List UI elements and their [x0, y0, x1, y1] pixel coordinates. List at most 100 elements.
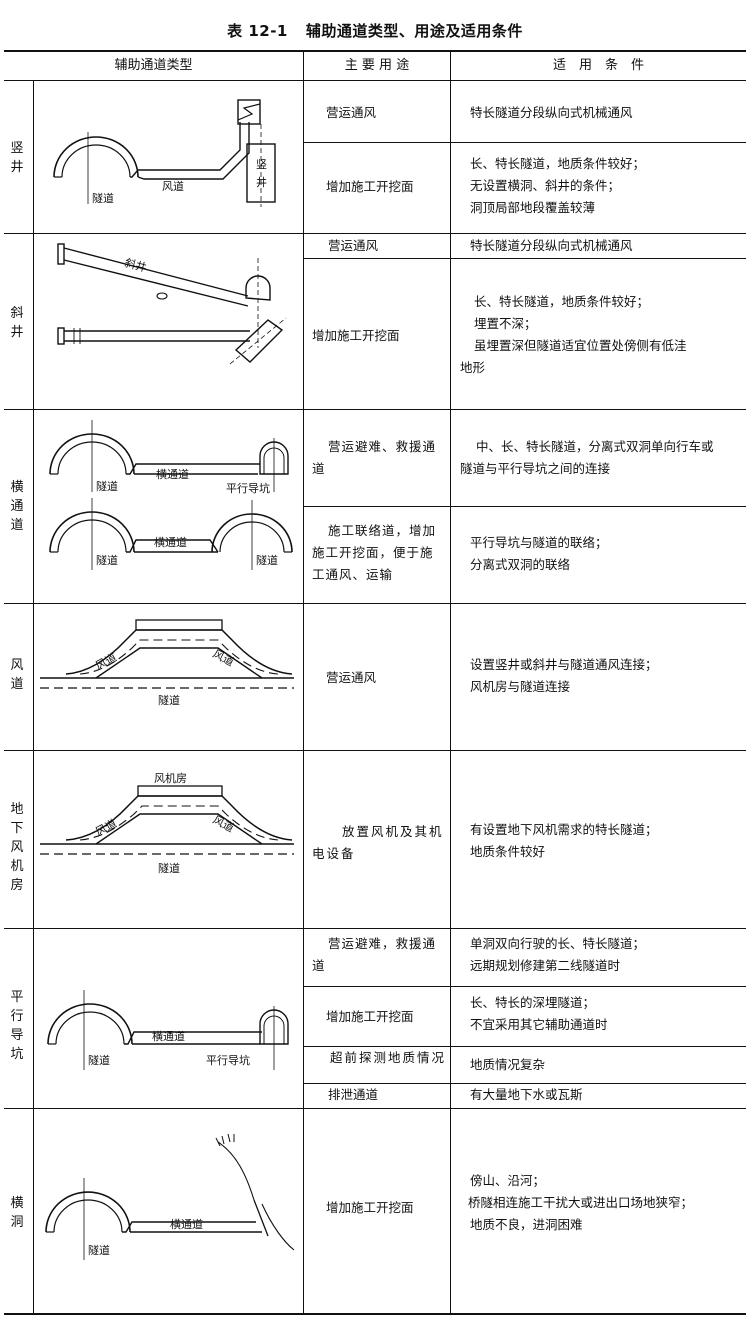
rule-header — [4, 80, 746, 81]
condition-line: 特长隧道分段纵向式机械通风 — [470, 105, 633, 120]
condition-line: 风机房与隧道连接 — [470, 679, 571, 694]
figure-label: 隧道 — [96, 479, 118, 493]
figure-label: 风机房 — [154, 771, 187, 785]
air-duct-diagram: 风道 风道 隧道 — [40, 619, 294, 707]
figure-label: 平行导坑 — [226, 481, 270, 495]
figure-label: 横通道 — [170, 1217, 203, 1231]
rule-col-use — [303, 50, 304, 1313]
use-text: 排泄通道 — [328, 1087, 379, 1102]
header-condition: 适 用 条 件 — [552, 58, 644, 73]
fan-room-diagram: 风机房 风道 风道 隧道 — [40, 771, 294, 875]
use-line: 放置风机及其机电设备 — [312, 824, 444, 861]
figure-label: 横通道 — [152, 1029, 185, 1043]
figure-label: 平行导坑 — [206, 1053, 250, 1067]
figure-label: 横通道 — [154, 535, 187, 549]
inclined-shaft-diagram: 斜井 — [57, 243, 287, 365]
use-text: 营运通风 — [326, 105, 377, 120]
condition-line: 有大量地下水或瓦斯 — [470, 1087, 583, 1102]
rule-sub — [303, 506, 746, 507]
condition-block: 特长隧道分段纵向式机械通风 — [470, 235, 745, 257]
parallel-pilot-diagram: 横通道 隧道 平行导坑 — [47, 990, 289, 1070]
use-text: 增加施工开挖面 — [326, 1009, 414, 1024]
use-text: 营运避难，救援通道 — [312, 933, 446, 977]
condition-line: 地质条件较好 — [470, 844, 546, 859]
condition-block: 设置竖井或斜井与隧道通风连接； 风机房与隧道连接 — [470, 654, 745, 698]
condition-line: 埋置不深； — [474, 316, 537, 331]
condition-block: 长、特长隧道，地质条件较好； 埋置不深； 虽埋置深但隧道适宜位置处傍侧有低洼 地… — [460, 291, 735, 379]
category-label: 平行导坑 — [8, 988, 26, 1064]
condition-line: 设置竖井或斜井与隧道通风连接； — [470, 657, 658, 672]
rule-row — [4, 233, 746, 234]
figure-label: 横通道 — [156, 467, 189, 481]
condition-line: 桥隧相连施工干扰大或进出口场地狭窄； — [468, 1195, 694, 1210]
use-text: 放置风机及其机电设备 — [312, 821, 446, 865]
use-text: 施工联络道，增加施工开挖面，便于施工通风、运输 — [312, 520, 446, 586]
rule-top — [4, 50, 746, 52]
condition-line: 长、特长隧道，地质条件较好； — [474, 294, 650, 309]
use-line: 营运避难、救援通道 — [312, 439, 437, 476]
figure-label: 风道 — [162, 179, 184, 193]
condition-line: 中、长、特长隧道，分离式双洞单向行车或 — [476, 439, 714, 454]
condition-line: 平行导坑与隧道的联络； — [470, 535, 608, 550]
cross-passage-diagram: 隧道 横通道 平行导坑 隧道 横通道 隧道 — [49, 420, 293, 570]
condition-line: 有设置地下风机需求的特长隧道； — [470, 822, 658, 837]
category-text: 平行导坑 — [10, 990, 24, 1062]
figure-label: 竖 — [256, 158, 267, 171]
category-label: 地下风机房 — [8, 800, 26, 895]
rule-sub — [303, 1083, 746, 1084]
condition-block: 长、特长的深埋隧道； 不宜采用其它辅助通道时 — [470, 992, 745, 1036]
condition-line: 长、特长隧道，地质条件较好； — [470, 156, 646, 171]
condition-line: 无设置横洞、斜井的条件； — [470, 178, 621, 193]
header-use: 主 要 用 途 — [344, 58, 410, 73]
figure-label: 井 — [256, 175, 267, 189]
condition-block: 有设置地下风机需求的特长隧道； 地质条件较好 — [470, 819, 745, 863]
use-text: 增加施工开挖面 — [326, 179, 414, 194]
rule-sub — [303, 986, 746, 987]
condition-line: 长、特长的深埋隧道； — [470, 995, 596, 1010]
rule-col-category — [33, 80, 34, 1313]
figure-label: 隧道 — [158, 861, 180, 875]
rule-row — [4, 750, 746, 751]
figure-label: 隧道 — [92, 191, 114, 205]
condition-block: 平行导坑与隧道的联络； 分离式双洞的联络 — [470, 532, 745, 576]
use-line: 营运避难，救援通道 — [312, 936, 437, 973]
figure-label: 隧道 — [96, 553, 118, 567]
rule-row — [4, 603, 746, 604]
condition-line: 虽埋置深但隧道适宜位置处傍侧有低洼 — [474, 338, 687, 353]
figure-label: 隧道 — [256, 553, 278, 567]
figure-label: 隧道 — [88, 1243, 110, 1257]
header-type: 辅助通道类型 — [114, 58, 193, 73]
use-text: 营运通风 — [326, 670, 377, 685]
shaft-diagram: 隧道 风道 竖 井 — [53, 99, 276, 207]
condition-line: 不宜采用其它辅助通道时 — [470, 1017, 608, 1032]
use-text: 营运通风 — [328, 238, 379, 253]
condition-line: 地质情况复杂 — [470, 1057, 546, 1072]
category-label: 风道 — [10, 658, 24, 692]
rule-sub — [303, 1046, 746, 1047]
use-line: 施工联络道，增加施工开挖面，便于施工通风、运输 — [312, 523, 437, 582]
condition-line: 单洞双向行驶的长、特长隧道； — [470, 936, 646, 951]
use-line: 超前探测地质情况 — [330, 1050, 447, 1065]
rule-sub — [303, 258, 746, 259]
use-text: 营运避难、救援通道 — [312, 436, 446, 480]
figure-label: 风道 — [211, 646, 237, 669]
condition-block: 傍山、沿河； 桥隧相连施工干扰大或进出口场地狭窄； 地质不良，进洞困难 — [468, 1170, 745, 1236]
rule-row — [4, 1108, 746, 1109]
table-number: 表 12-1 — [227, 22, 288, 40]
category-label: 横洞 — [10, 1196, 24, 1230]
condition-line: 特长隧道分段纵向式机械通风 — [470, 238, 633, 253]
rule-row — [4, 409, 746, 410]
condition-line: 远期规划修建第二线隧道时 — [470, 958, 621, 973]
category-label: 横通道 — [10, 480, 24, 533]
rule-bottom — [4, 1313, 746, 1315]
use-text: 超前探测地质情况 — [312, 1047, 446, 1069]
condition-line: 隧道与平行导坑之间的连接 — [460, 461, 611, 476]
category-label: 斜井 — [10, 306, 24, 340]
figure-label: 风道 — [93, 650, 119, 673]
condition-block: 长、特长隧道，地质条件较好； 无设置横洞、斜井的条件； 洞顶局部地段覆盖较薄 — [470, 153, 745, 219]
figure-label: 隧道 — [88, 1053, 110, 1067]
rule-sub — [303, 142, 746, 143]
condition-line: 地形 — [460, 360, 486, 375]
condition-block: 有大量地下水或瓦斯 — [470, 1084, 745, 1106]
